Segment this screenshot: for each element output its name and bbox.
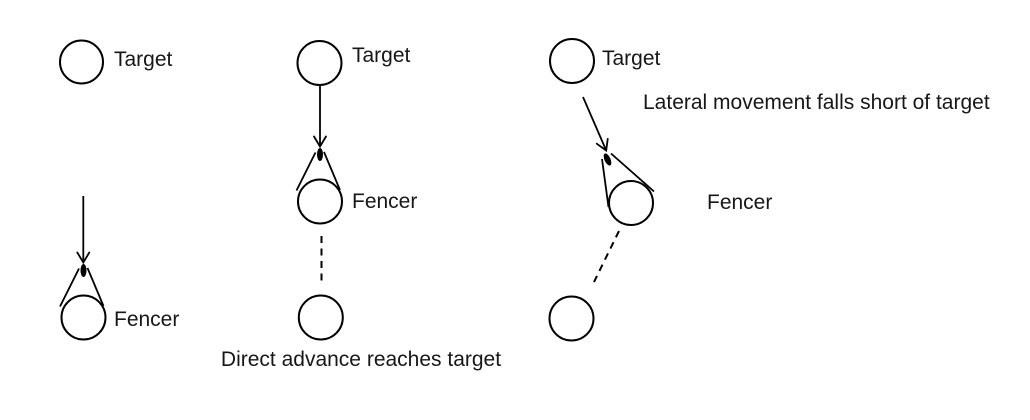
lateral-fencer-label: Fencer <box>707 191 773 214</box>
target-icon <box>296 40 343 86</box>
legend-target-label: Target <box>114 48 173 71</box>
fencer-icon <box>59 264 107 341</box>
start-position-icon <box>297 294 344 341</box>
advance-arrow-icon <box>582 96 609 153</box>
fencer-icon <box>295 148 343 225</box>
direct-advance-panel <box>295 40 344 341</box>
fencer-cone-right-line <box>323 151 341 191</box>
direct-target-label: Target <box>352 44 411 67</box>
fencer-body-circle <box>297 178 343 225</box>
lateral-movement-caption: Lateral movement falls short of target <box>643 91 990 114</box>
lateral-movement-panel <box>548 38 655 342</box>
fencer-body-circle <box>60 294 107 341</box>
fencer-cone-left-line <box>295 152 317 191</box>
fencer-cone-right-line <box>610 152 655 193</box>
target-icon <box>549 38 595 84</box>
fencer-icon <box>601 152 655 226</box>
start-position-icon <box>548 295 595 342</box>
fencer-tip-dot <box>317 148 323 161</box>
direct-advance-caption: Direct advance reaches target <box>220 348 502 371</box>
direct-fencer-label: Fencer <box>352 190 418 213</box>
fencer-body-circle <box>608 180 654 226</box>
movement-path-icon <box>593 230 620 283</box>
lateral-target-label: Target <box>602 47 661 70</box>
legend-fencer-label: Fencer <box>114 308 180 331</box>
fencer-cone-left-line <box>59 268 80 307</box>
target-icon <box>59 39 104 85</box>
legend-panel <box>59 39 107 341</box>
fencer-cone-left-line <box>601 158 610 208</box>
fencer-cone-right-line <box>86 267 105 307</box>
fencer-tip-dot <box>603 153 612 166</box>
fencer-tip-dot <box>80 264 87 277</box>
